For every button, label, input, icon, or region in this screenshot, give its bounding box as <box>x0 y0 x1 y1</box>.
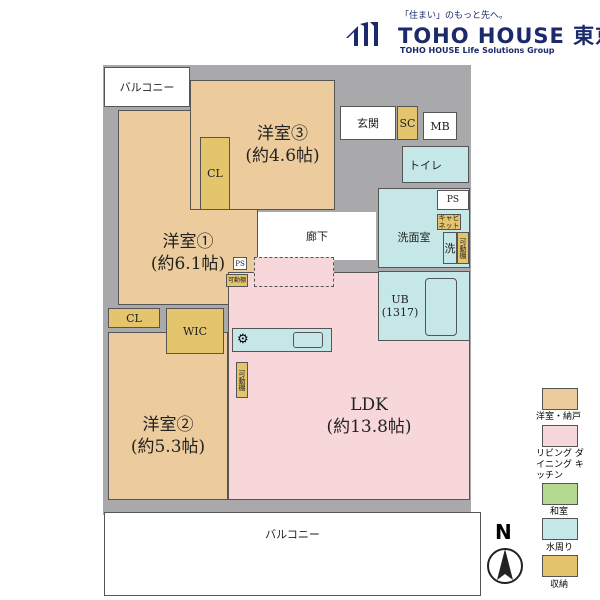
north-arrow-icon <box>487 548 523 584</box>
ldk-size: (約13.8帖) <box>326 417 412 437</box>
ub-label: UB <box>391 293 409 306</box>
corridor: 廊下 <box>258 212 376 260</box>
legend-label: リビング ダイニング キッチン <box>536 449 584 481</box>
room-3-size: (約4.6帖) <box>245 146 320 166</box>
shoe-closet: SC <box>397 106 418 140</box>
legend-label: 和室 <box>550 507 569 517</box>
room-1-size: (約6.1帖) <box>150 253 226 274</box>
bathtub <box>425 278 457 336</box>
ldk-label: LDK <box>350 395 388 415</box>
legend-swatch <box>542 483 578 505</box>
logo-mark-icon <box>346 22 378 46</box>
room-2: 洋室②(約5.3帖) <box>108 332 228 500</box>
legend-label: 洋室・納戸 <box>536 412 582 422</box>
balcony-top: バルコニー <box>104 67 190 107</box>
sink-icon <box>293 332 323 348</box>
shelf-room2: 可動棚 <box>236 362 248 398</box>
walk-in-closet: WIC <box>166 308 224 354</box>
room-2-label: 洋室② <box>142 415 194 435</box>
kitchen-counter: ⚙ <box>232 328 332 352</box>
tagline: 「住まい」のもっと先へ。 <box>400 11 509 21</box>
shelf-washroom: 可動棚 <box>457 232 469 264</box>
shelf-ldk: 可動棚 <box>226 274 248 287</box>
balcony-bottom: バルコニー <box>104 512 481 596</box>
room-3-label: 洋室③ <box>257 124 308 144</box>
closet-3: CL <box>200 137 230 210</box>
entrance: 玄関 <box>340 106 396 140</box>
legend-label: 水周り <box>546 543 574 553</box>
room-1-label: 洋室① <box>162 231 214 252</box>
stove-icon: ⚙ <box>237 332 249 347</box>
ub-size: (1317) <box>381 306 419 319</box>
compass-north: N <box>495 520 512 544</box>
brand-sub: TOHO HOUSE Life Solutions Group <box>400 46 555 55</box>
logo: 「住まい」のもっと先へ。 TOHO HOUSE 東京 TOHO HOUSE Li… <box>340 8 600 58</box>
ps-washroom: PS <box>437 190 469 210</box>
cabinet: キャビネット <box>437 214 461 230</box>
unit-bath: UB(1317) <box>378 271 470 341</box>
washer: 洗 <box>443 232 457 264</box>
legend-swatch <box>542 555 578 577</box>
toilet: トイレ <box>402 146 469 183</box>
meter-box: MB <box>423 112 457 140</box>
legend-swatch <box>542 518 578 540</box>
legend-swatch <box>542 425 578 447</box>
legend-label: 収納 <box>550 580 569 590</box>
closet-2: CL <box>108 308 160 328</box>
compass: N <box>485 520 525 590</box>
legend-swatch <box>542 388 578 410</box>
brand: TOHO HOUSE 東京 <box>398 24 600 48</box>
room-2-size: (約5.3帖) <box>130 437 206 457</box>
ps-ldk: PS <box>233 257 247 270</box>
refrigerator-space <box>254 257 334 287</box>
